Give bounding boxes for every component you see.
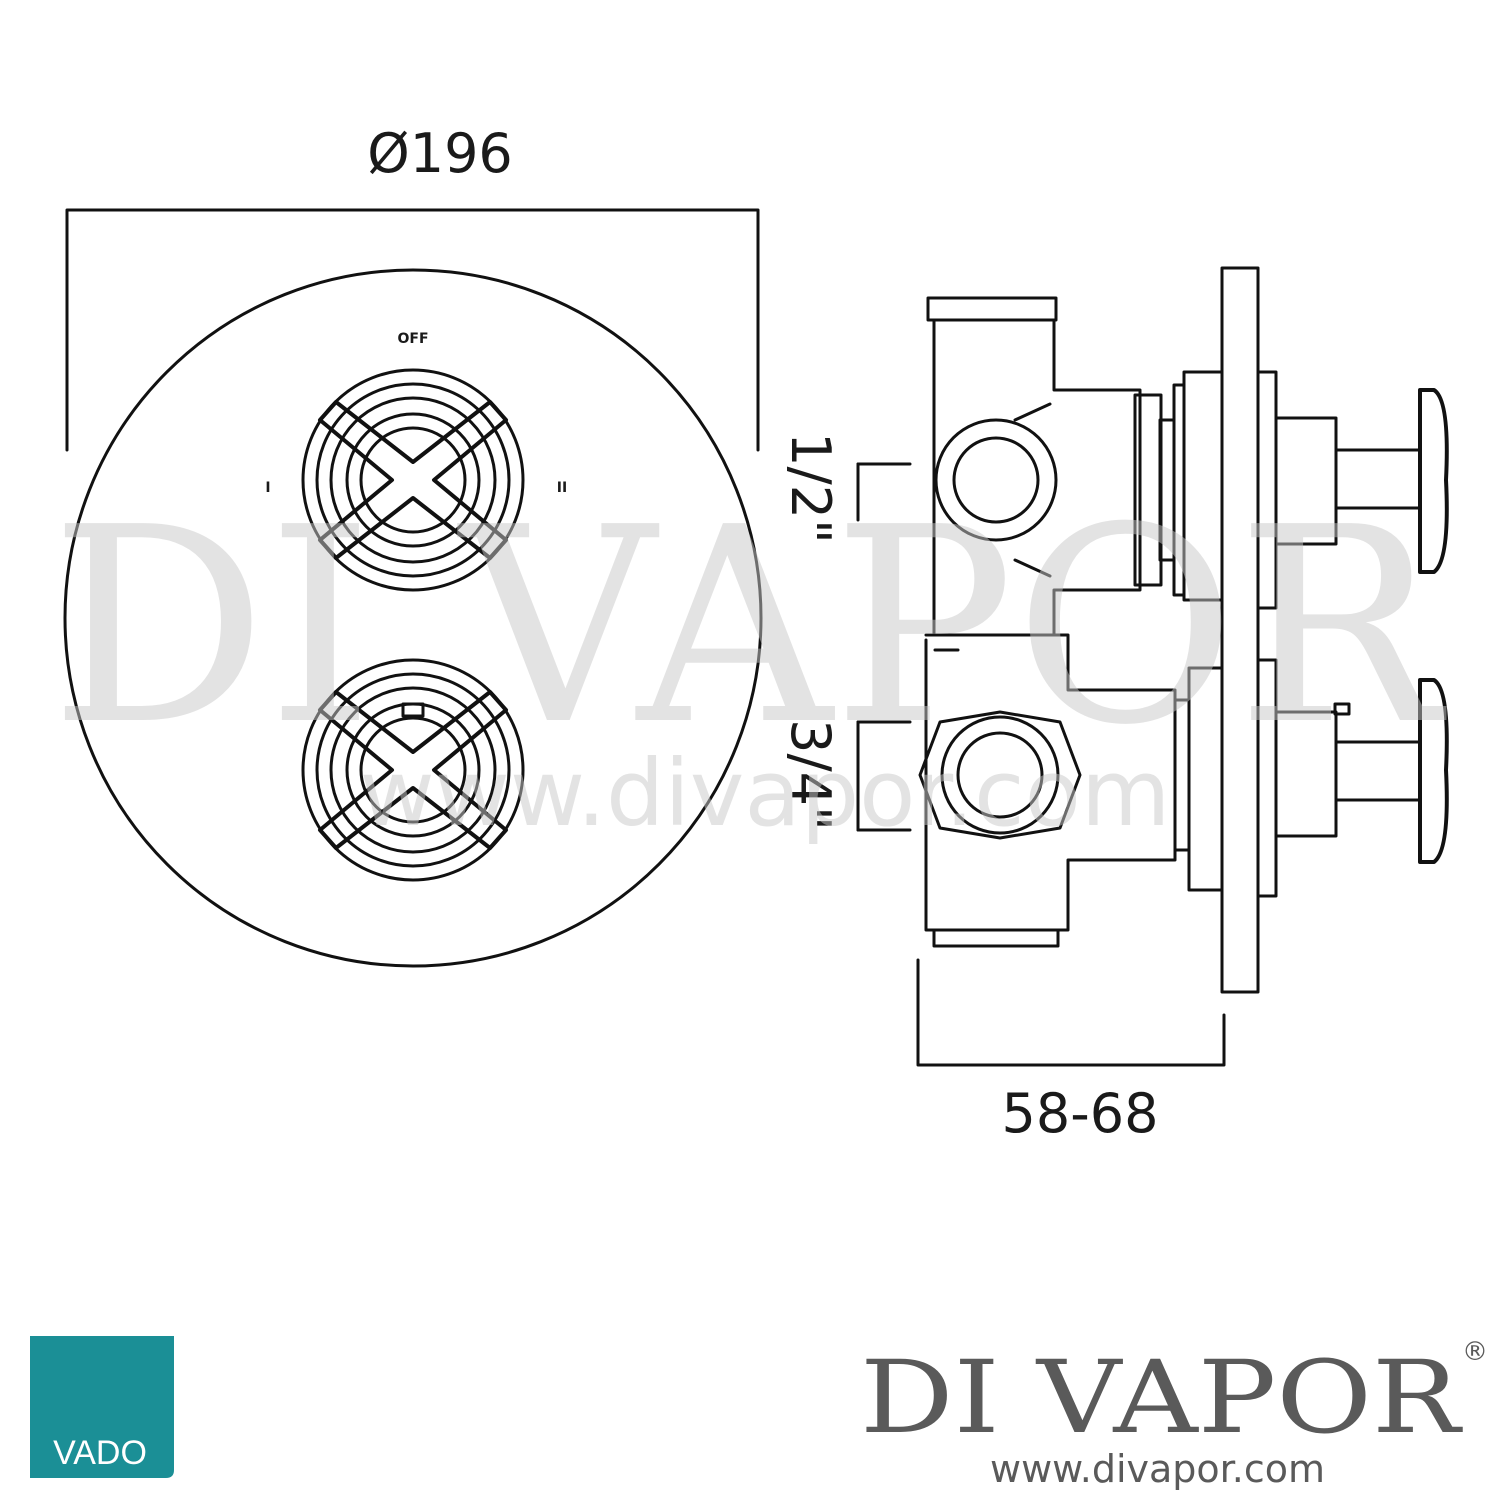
vado-logo: VADO — [30, 1336, 174, 1478]
three-quarter-inch-inlet-inner — [956, 731, 1044, 819]
footer-brand-name: DI VAPOR — [860, 1339, 1463, 1456]
diameter-dimension-label: Ø196 — [367, 122, 513, 185]
watermark-url: www.divapor.com — [359, 740, 1170, 847]
watermark-brand: DI VAPOR — [50, 469, 1448, 784]
upper-side-handle[interactable] — [1256, 370, 1449, 610]
depth-dimension-line — [916, 958, 1226, 1067]
half-inch-inlet-outer — [934, 418, 1058, 542]
footer-brand: DI VAPOR ® www.divapor.com — [860, 1337, 1488, 1491]
upper-crosshead-handle[interactable] — [301, 368, 525, 592]
vado-logo-badge — [30, 1336, 174, 1478]
lower-valve-body — [856, 633, 1224, 948]
lower-side-handle[interactable] — [1256, 658, 1449, 898]
wall-plate — [1220, 266, 1260, 994]
three-quarter-inch-inlet-label: 3/4" — [779, 719, 842, 831]
diameter-dimension-line — [65, 208, 760, 452]
watermark: DI VAPOR www.divapor.com — [50, 469, 1448, 847]
upper-valve-body — [856, 296, 1224, 637]
lower-crosshead-handle[interactable] — [301, 658, 525, 882]
temperature-stop-button — [401, 702, 425, 718]
position-two-label: II — [557, 480, 567, 496]
footer-url: www.divapor.com — [990, 1447, 1325, 1491]
half-inch-inlet-inner — [952, 436, 1040, 524]
footer-registered-mark: ® — [1462, 1337, 1488, 1367]
front-view: Ø196 OFF I II — [63, 122, 763, 968]
position-one-label: I — [265, 480, 270, 496]
three-quarter-inch-inlet-outer — [940, 715, 1060, 835]
trim-plate — [63, 268, 763, 968]
side-view: 1/2" 3/4" 58-68 — [779, 266, 1449, 1145]
depth-dimension-label: 58-68 — [1002, 1082, 1159, 1145]
off-label: OFF — [397, 331, 428, 347]
vado-logo-text: VADO — [53, 1434, 147, 1472]
half-inch-inlet-label: 1/2" — [779, 432, 842, 544]
